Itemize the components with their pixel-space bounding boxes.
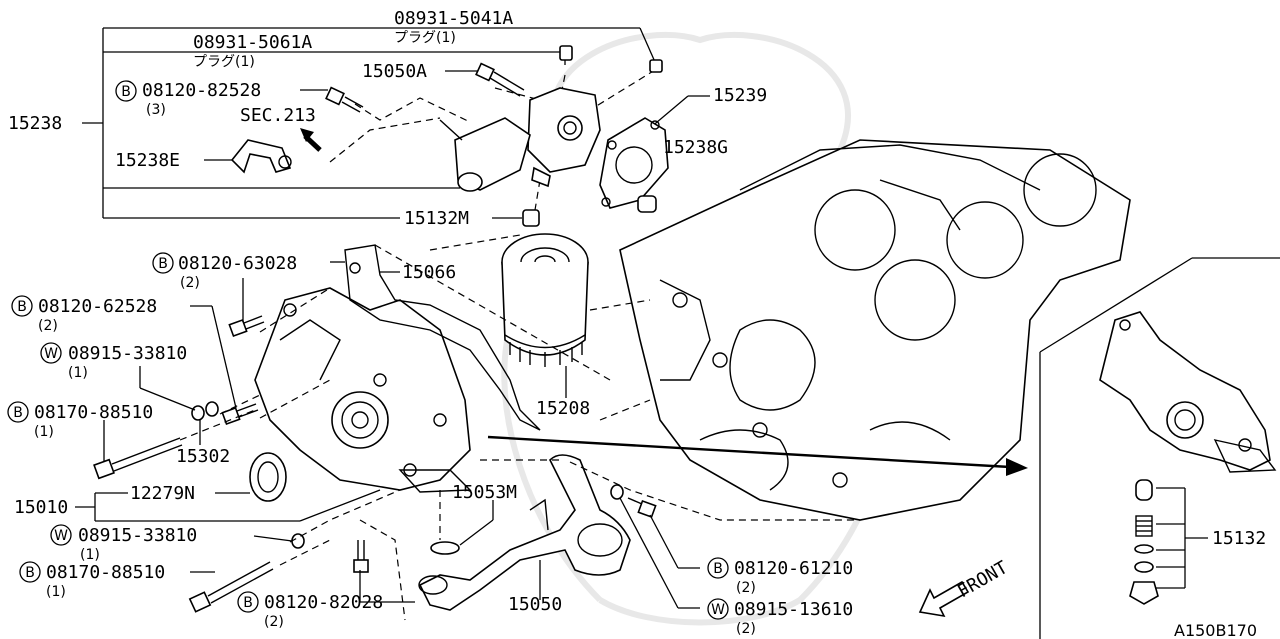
bolt-15050a-part — [475, 62, 525, 97]
part-label-08120-82528: 08120-82528 — [142, 80, 261, 101]
part-label-08120-82028: 08120-82028 — [264, 592, 383, 613]
svg-text:B: B — [25, 565, 35, 581]
qty-label: (2) — [180, 275, 200, 291]
front-arrow-icon — [918, 580, 970, 618]
bolt-08170-88510-lower-part — [188, 561, 274, 613]
gasket-15239-part — [599, 117, 669, 209]
figure-code: A150B170 — [1174, 621, 1257, 639]
front-cover-part — [254, 287, 472, 493]
sec-213-arrow — [300, 128, 322, 152]
part-label-12279n: 12279N — [130, 483, 195, 504]
bolt-08120-82028-part — [353, 540, 369, 573]
inset-frame — [1039, 257, 1280, 639]
seal-12279n-part — [249, 452, 287, 502]
part-label-08120-62528: 08120-62528 — [38, 296, 157, 317]
part-label-08931-5061a: 08931-5061A — [193, 32, 312, 53]
engine-block-part — [619, 139, 1131, 521]
sec-213-label: SEC.213 — [240, 105, 316, 126]
part-label-15053m: 15053M — [452, 482, 517, 503]
svg-text:W: W — [711, 602, 725, 618]
dashed-guides-lower — [179, 234, 860, 621]
part-label-15050: 15050 — [508, 594, 562, 615]
leader-lines-top — [82, 27, 710, 219]
washer-marker-icon: W — [50, 524, 72, 546]
bolt-marker-icon: B — [707, 557, 729, 579]
part-label-08915-13610: 08915-13610 — [734, 599, 853, 620]
bolt-marker-icon: B — [115, 80, 137, 102]
qty-label: (2) — [38, 318, 58, 334]
part-label-08120-63028: 08120-63028 — [178, 253, 297, 274]
part-label-15132: 15132 — [1212, 528, 1266, 549]
qty-label: (2) — [264, 614, 284, 630]
part-label-15302: 15302 — [176, 446, 230, 467]
part-label-15050a: 15050A — [362, 61, 427, 82]
part-label-08915-33810: 08915-33810 — [68, 343, 187, 364]
svg-text:B: B — [158, 256, 168, 272]
washer-08915-33810-part — [191, 401, 219, 421]
part-label-08915-33810: 08915-33810 — [78, 525, 197, 546]
dashed-guides-top — [329, 69, 656, 211]
front-label: FRONT — [954, 557, 1012, 602]
part-label-15238e: 15238E — [115, 150, 180, 171]
part-label-15132m: 15132M — [404, 208, 469, 229]
part-label-15208: 15208 — [536, 398, 590, 419]
washer-marker-icon: W — [707, 598, 729, 620]
qty-label: (2) — [736, 621, 756, 637]
svg-text:B: B — [13, 405, 23, 421]
bolt-marker-icon: B — [7, 401, 29, 423]
part-label-08931-5041a: 08931-5041A — [394, 8, 513, 29]
qty-label: (1) — [34, 424, 54, 440]
washer-08915-33810-lower-part — [291, 533, 305, 549]
gasket-15066-part — [344, 244, 541, 431]
bolt-marker-icon: B — [19, 561, 41, 583]
bolt-marker-icon: B — [237, 591, 259, 613]
qty-label: (3) — [146, 102, 166, 118]
filter-bracket-part — [439, 87, 601, 192]
clip-15238e-part — [230, 139, 292, 174]
qty-label: (1) — [80, 547, 100, 563]
relief-15132m-part — [522, 209, 540, 227]
qty-label: (1) — [46, 584, 66, 600]
inset-oil-pump-part — [1099, 311, 1277, 473]
bolt-08120-63028-part — [228, 315, 265, 338]
part-label-15238g: 15238G — [663, 137, 728, 158]
svg-text:B: B — [243, 595, 253, 611]
plug-08931-5041a-part — [649, 59, 663, 73]
bolt-marker-icon: B — [152, 252, 174, 274]
bolt-08170-88510-upper-part — [93, 437, 183, 480]
qty-label: (1) — [68, 365, 88, 381]
washer-08915-13610-part — [610, 484, 624, 500]
inset-leader-lines — [1156, 487, 1208, 589]
part-label-15010: 15010 — [14, 497, 68, 518]
bolt-08120-62528-part — [221, 403, 259, 426]
oil-filter-part — [501, 233, 589, 398]
part-label-15239: 15239 — [713, 85, 767, 106]
svg-text:B: B — [713, 561, 723, 577]
part-label-15066: 15066 — [402, 262, 456, 283]
svg-text:B: B — [121, 84, 131, 100]
bolt-marker-icon: B — [11, 295, 33, 317]
plug-15238g-part — [637, 195, 657, 213]
bolt-08120-82528-part — [325, 86, 364, 113]
svg-text:B: B — [17, 299, 27, 315]
leader-lines-lower — [75, 261, 700, 609]
svg-text:W: W — [44, 346, 58, 362]
inset-pointer-arrow — [487, 435, 1028, 476]
plug-qty-label: プラグ(1) — [394, 30, 456, 46]
plug-qty-label: プラグ(1) — [193, 54, 255, 70]
part-label-15238: 15238 — [8, 113, 62, 134]
bolt-08120-61210-part — [627, 497, 657, 519]
part-label-08120-61210: 08120-61210 — [734, 558, 853, 579]
qty-label: (2) — [736, 580, 756, 596]
plug-08931-5061a-part — [559, 45, 573, 61]
inset-relief-valve-parts — [1129, 479, 1159, 605]
oring-15053m-part — [430, 541, 460, 555]
washer-marker-icon: W — [40, 342, 62, 364]
svg-text:W: W — [54, 528, 68, 544]
part-label-08170-88510: 08170-88510 — [34, 402, 153, 423]
part-label-08170-88510: 08170-88510 — [46, 562, 165, 583]
strainer-15050-part — [418, 454, 631, 611]
